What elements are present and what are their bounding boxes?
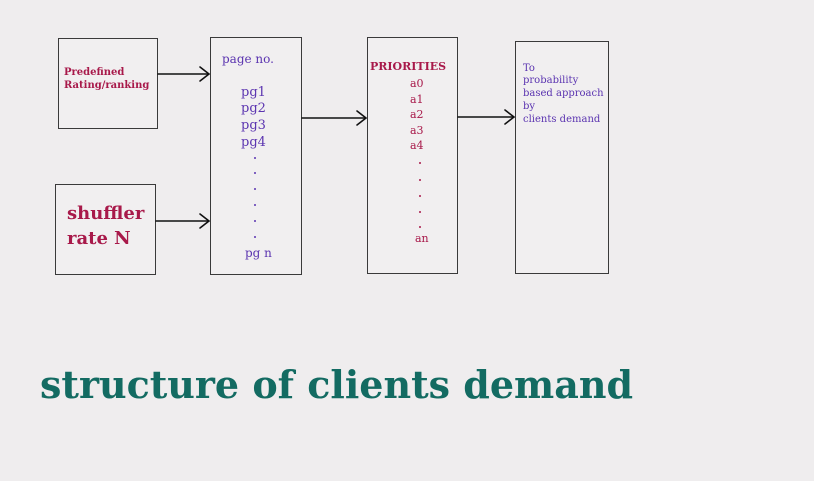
priority-ellipsis-dot bbox=[419, 195, 421, 197]
page-ellipsis-dot bbox=[254, 157, 256, 159]
priority-ellipsis-dot bbox=[419, 226, 421, 228]
page-ellipsis-dot bbox=[254, 188, 256, 190]
priority-ellipsis-dot bbox=[419, 179, 421, 181]
page-number-heading: page no. bbox=[222, 52, 274, 66]
result-line-clients-demand: clients demand bbox=[523, 114, 601, 125]
shuffler-rate-box bbox=[55, 184, 156, 275]
diagram-caption: structure of clients demand bbox=[40, 362, 634, 407]
result-line-to: To bbox=[523, 63, 535, 74]
priority-item-a4: a4 bbox=[410, 139, 424, 152]
shuffler-label: shuffler bbox=[67, 203, 145, 224]
priority-item-an: an bbox=[415, 232, 429, 245]
priority-item-a1: a1 bbox=[410, 93, 424, 106]
arrow-shuffler-to-pages bbox=[155, 213, 210, 229]
priority-ellipsis-dot bbox=[419, 162, 421, 164]
page-ellipsis-dot bbox=[254, 236, 256, 238]
page-item-pgn: pg n bbox=[245, 246, 272, 260]
predefined-label: Predefined bbox=[64, 67, 125, 78]
priority-item-a0: a0 bbox=[410, 77, 424, 90]
page-item-pg3: pg3 bbox=[241, 118, 266, 133]
arrow-priorities-to-result bbox=[457, 109, 515, 125]
priority-item-a2: a2 bbox=[410, 108, 424, 121]
page-ellipsis-dot bbox=[254, 172, 256, 174]
page-ellipsis-dot bbox=[254, 204, 256, 206]
arrow-pages-to-priorities bbox=[301, 110, 367, 126]
page-item-pg2: pg2 bbox=[241, 101, 266, 116]
arrow-predefined-to-pages bbox=[157, 66, 210, 82]
result-line-by: by bbox=[523, 101, 536, 112]
result-line-probability: probability bbox=[523, 75, 579, 86]
priority-ellipsis-dot bbox=[419, 211, 421, 213]
priorities-box bbox=[367, 37, 458, 274]
rate-n-label: rate N bbox=[67, 228, 131, 249]
priorities-heading: PRIORITIES bbox=[370, 60, 447, 73]
result-line-based-approach: based approach bbox=[523, 88, 604, 99]
rating-ranking-label: Rating/ranking bbox=[64, 80, 150, 91]
predefined-rating-box bbox=[58, 38, 158, 129]
page-item-pg4: pg4 bbox=[241, 135, 266, 150]
page-number-box bbox=[210, 37, 302, 275]
priority-item-a3: a3 bbox=[410, 124, 424, 137]
page-item-pg1: pg1 bbox=[241, 85, 266, 100]
page-ellipsis-dot bbox=[254, 220, 256, 222]
probability-approach-box bbox=[515, 41, 609, 274]
